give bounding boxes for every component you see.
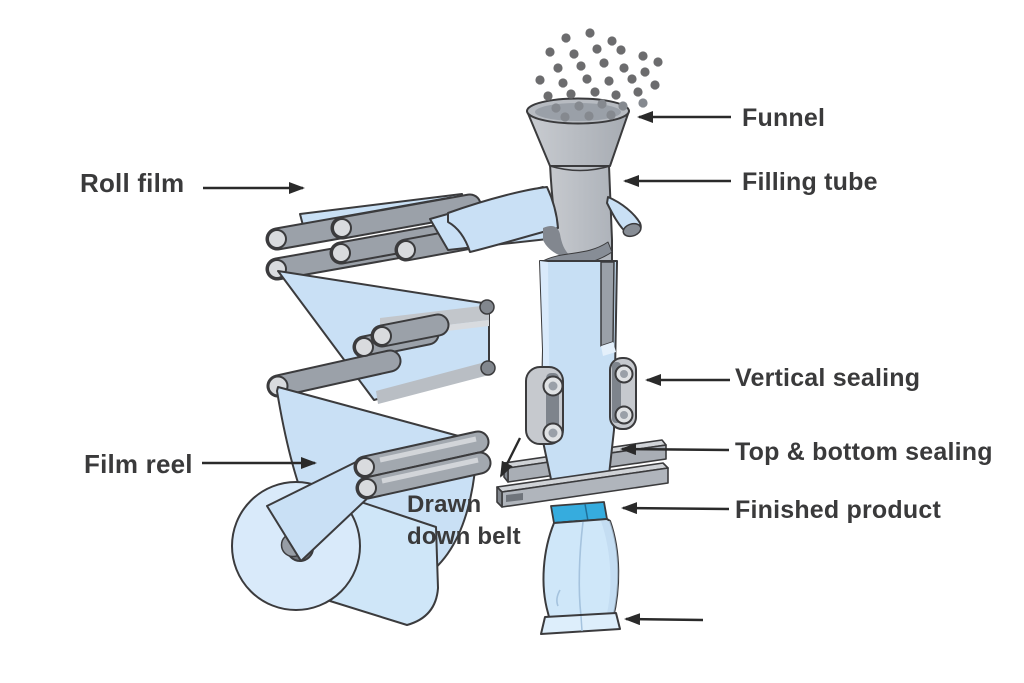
arrow-drawn-down-belt [499,437,522,478]
label-vertical-sealing: Vertical sealing [735,364,921,392]
label-funnel: Funnel [742,104,826,132]
label-roll-film: Roll film [80,168,185,198]
back-seam-strip [600,261,615,347]
finished-bag [540,501,621,635]
label-film-reel: Film reel [84,449,193,479]
label-top-bottom-sealing: Top & bottom sealing [735,438,993,466]
label-finished-product: Finished product [735,496,941,524]
arrow-bag-bottom [624,613,704,626]
label-filling-tube: Filling tube [742,168,878,196]
front-jaw-bar [496,462,669,508]
drawn-down-belt-rollers [353,430,492,500]
label-drawn-down-belt: Drawn down belt [407,491,521,550]
arrow-finished-product [621,502,730,515]
arrow-top-bottom-sealing [620,443,730,456]
product-granules [535,28,663,122]
annotation-arrows [202,111,731,626]
bag-bottom-seal [540,612,621,635]
mid-rollers [266,313,450,398]
vertical-sealing-belts [525,357,637,445]
